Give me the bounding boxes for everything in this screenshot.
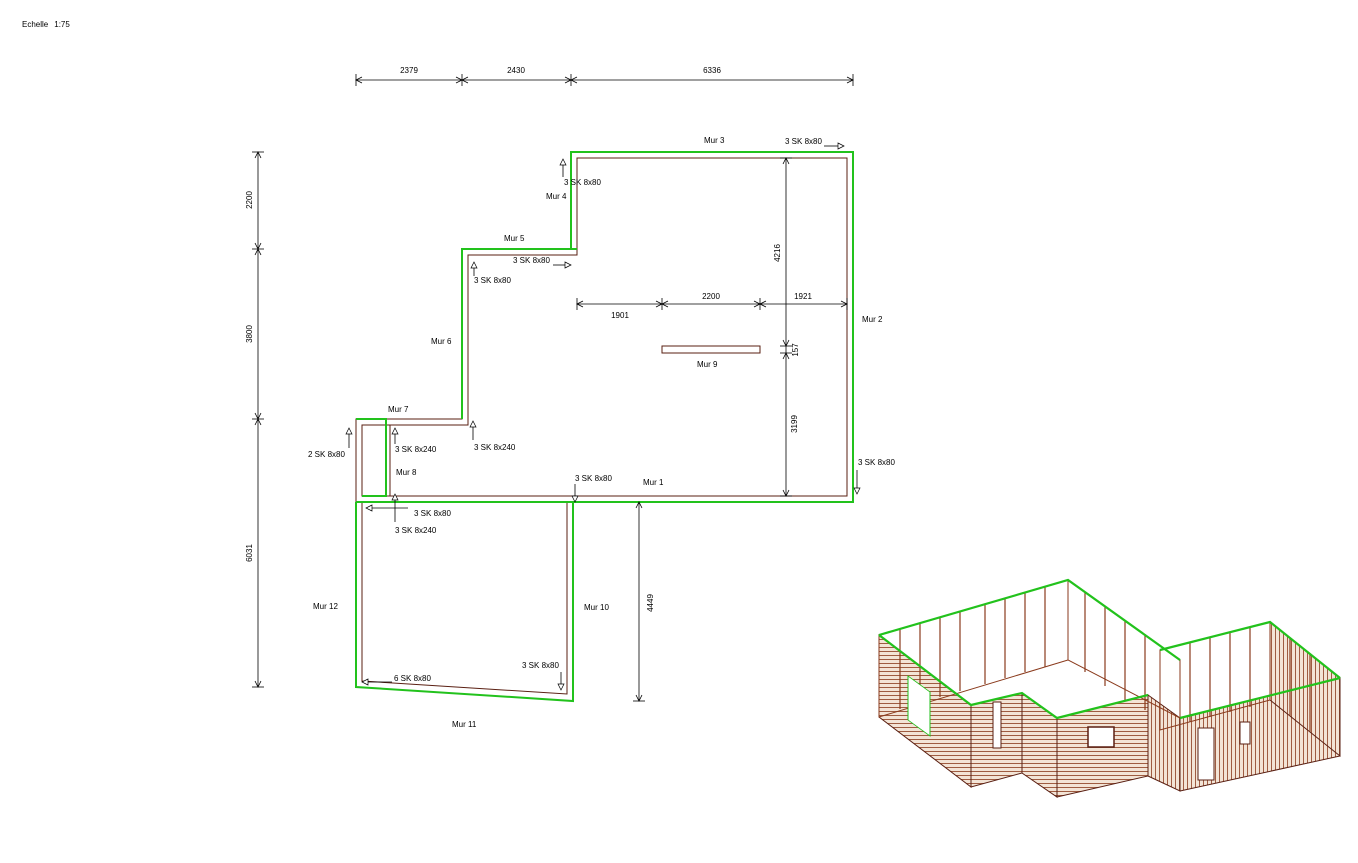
anchor-label-6: 3 SK 8x240 [395, 445, 437, 454]
dim-top-3: 6336 [703, 66, 721, 75]
anchor-marker-right-icon [837, 142, 845, 150]
anchor-label-10: 3 SK 8x80 [414, 509, 451, 518]
dim-top-2: 2430 [507, 66, 525, 75]
dim-inner-v-3: 3199 [790, 415, 799, 433]
top-dimensions: 2379 2430 6336 [355, 66, 854, 86]
mur-9-wall [661, 345, 761, 354]
dim-top-1: 2379 [400, 66, 418, 75]
anchor-marker-up-icon [470, 261, 478, 269]
dim-left-2: 3800 [245, 325, 254, 343]
anchor-marker-up-icon [345, 427, 353, 435]
label-mur-2: Mur 2 [862, 315, 883, 324]
scale-value: 1:75 [54, 20, 70, 29]
label-mur-8: Mur 8 [396, 468, 417, 477]
dim-inner-v-2: 157 [791, 343, 800, 357]
wall-green-edges [355, 151, 854, 703]
wall-labels: Mur 1 Mur 2 Mur 3 Mur 4 Mur 5 Mur 6 Mur … [313, 136, 883, 729]
label-mur-6: Mur 6 [431, 337, 452, 346]
anchor-marker-down-icon [853, 487, 861, 495]
dim-left-3: 6031 [245, 544, 254, 562]
iso-window-center [1087, 726, 1115, 748]
label-mur-5: Mur 5 [504, 234, 525, 243]
wall-outlines [355, 151, 854, 702]
dim-inner-h-1: 1901 [611, 311, 629, 320]
dim-bottom-v: 4449 [646, 594, 655, 612]
iso-door-narrow [992, 701, 1002, 749]
anchor-marker-right-icon [564, 261, 572, 269]
iso-wall-step [1021, 692, 1058, 798]
iso-window-right [1239, 721, 1251, 745]
label-mur-3: Mur 3 [704, 136, 725, 145]
anchor-label-11: 3 SK 8x240 [395, 526, 437, 535]
scale-title: Echelle [22, 20, 49, 29]
anchor-label-3: 3 SK 8x80 [474, 276, 511, 285]
left-dimensions: 2200 3800 6031 [245, 151, 264, 688]
anchor-label-4: 3 SK 8x80 [785, 137, 822, 146]
inner-dimensions: 1901 2200 1921 4216 157 3199 4449 [576, 157, 848, 702]
dim-left-1: 2200 [245, 191, 254, 209]
iso-window-left [907, 675, 931, 737]
anchor-label-2: 3 SK 8x80 [513, 256, 550, 265]
anchor-marker-up-icon [391, 427, 399, 435]
anchor-label-8: 3 SK 8x80 [575, 474, 612, 483]
scale-label: Echelle 1:75 [22, 20, 76, 29]
label-mur-9: Mur 9 [697, 360, 718, 369]
anchor-marker-up-icon [559, 158, 567, 166]
dim-inner-v-1: 4216 [773, 244, 782, 262]
label-mur-1: Mur 1 [643, 478, 664, 487]
dim-inner-h-3: 1921 [794, 292, 812, 301]
label-mur-12: Mur 12 [313, 602, 338, 611]
dim-inner-h-2: 2200 [702, 292, 720, 301]
anchor-label-5: 2 SK 8x80 [308, 450, 345, 459]
anchor-marker-up-icon [469, 420, 477, 428]
anchor-marker-down-icon [557, 683, 565, 691]
anchor-label-7: 3 SK 8x240 [474, 443, 516, 452]
label-mur-4: Mur 4 [546, 192, 567, 201]
anchor-label-12: 6 SK 8x80 [394, 674, 431, 683]
anchor-label-9: 3 SK 8x80 [858, 458, 895, 467]
label-mur-7: Mur 7 [388, 405, 409, 414]
anchor-label-13: 3 SK 8x80 [522, 661, 559, 670]
anchor-label-1: 3 SK 8x80 [564, 178, 601, 187]
anchor-markers [345, 142, 861, 691]
anchor-marker-left-icon [365, 504, 373, 512]
anchor-marker-left-icon [361, 678, 369, 686]
anchor-labels: 3 SK 8x80 3 SK 8x80 3 SK 8x80 3 SK 8x80 … [308, 137, 895, 683]
isometric-3d-view [878, 578, 1341, 798]
label-mur-10: Mur 10 [584, 603, 609, 612]
label-mur-11: Mur 11 [452, 720, 477, 729]
iso-door-right [1197, 727, 1215, 781]
anchor-marker-up-icon [391, 493, 399, 501]
